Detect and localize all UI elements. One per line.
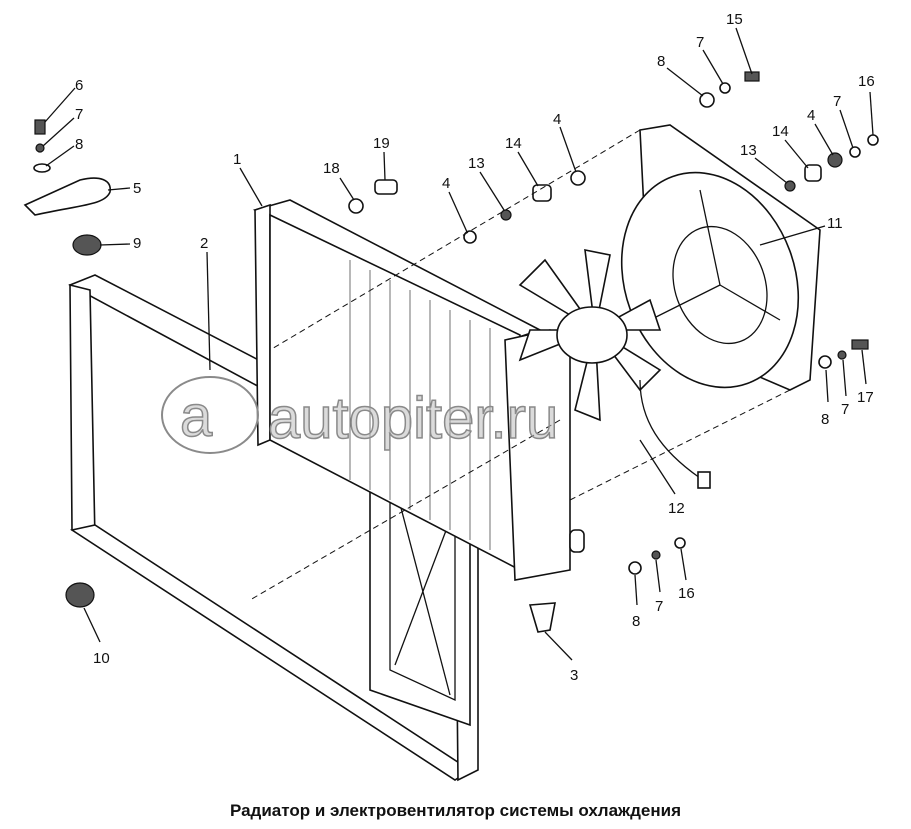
callout-8: 8	[821, 411, 829, 428]
callout-15: 15	[726, 11, 743, 28]
callout-6: 6	[75, 77, 83, 94]
callout-3: 3	[570, 667, 578, 684]
callout-19: 19	[373, 135, 390, 152]
callout-8: 8	[632, 613, 640, 630]
figure-caption: Радиатор и электровентилятор системы охл…	[229, 801, 681, 820]
callout-7: 7	[841, 401, 849, 418]
electric-fan	[518, 248, 711, 489]
callout-9: 9	[133, 235, 141, 252]
fasteners	[23, 71, 879, 633]
callout-5: 5	[133, 180, 141, 197]
assembly-lines	[249, 129, 791, 601]
leader-lines	[42, 27, 874, 661]
callout-7: 7	[655, 598, 663, 615]
callout-labels: 15 7 8 16 4 7 14 13 4 14 13 4 19 18 1 2 …	[75, 11, 875, 684]
callout-8: 8	[657, 53, 665, 70]
callout-4: 4	[807, 107, 815, 124]
svg-text:a: a	[180, 384, 213, 449]
callout-7: 7	[833, 93, 841, 110]
callout-8: 8	[75, 136, 83, 153]
callout-1: 1	[233, 151, 241, 168]
callout-2: 2	[200, 235, 208, 252]
callout-4: 4	[553, 111, 561, 128]
callout-16: 16	[858, 73, 875, 90]
callout-13: 13	[468, 155, 485, 172]
watermark-text: autopiter.ru	[268, 386, 558, 451]
callout-14: 14	[772, 123, 789, 140]
callout-4: 4	[442, 175, 450, 192]
callout-10: 10	[93, 650, 110, 667]
callout-7: 7	[75, 106, 83, 123]
callout-17: 17	[857, 389, 874, 406]
callout-16: 16	[678, 585, 695, 602]
watermark: a autopiter.ru	[161, 376, 559, 454]
radiator	[252, 199, 585, 581]
callout-14: 14	[505, 135, 522, 152]
callout-13: 13	[740, 142, 757, 159]
callout-18: 18	[323, 160, 340, 177]
callout-7: 7	[696, 34, 704, 51]
fan-shroud	[620, 124, 821, 391]
callout-12: 12	[668, 500, 685, 517]
callout-11: 11	[827, 215, 843, 232]
